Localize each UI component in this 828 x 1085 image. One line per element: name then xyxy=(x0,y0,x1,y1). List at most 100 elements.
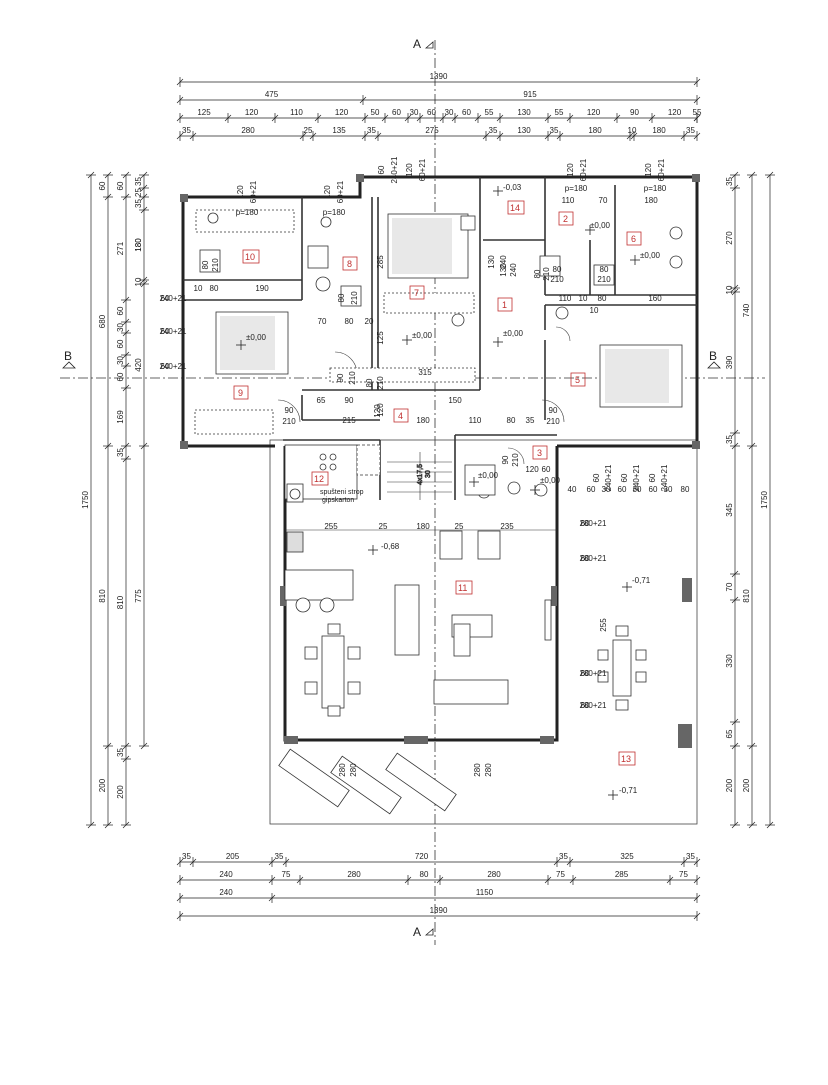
room-14-label: 14 xyxy=(510,203,520,213)
bottom-dim-row1-2: 35 xyxy=(275,852,284,861)
left-dim-inner2-4: 10 xyxy=(134,277,143,286)
interior-dim-d60b: 60 xyxy=(618,485,627,494)
opening-o4: 120 xyxy=(566,163,575,177)
left-dim-inner-5: 30 xyxy=(116,356,125,365)
opening-w1: 60 xyxy=(161,294,170,303)
interior-dim-d90a: 90 xyxy=(345,396,354,405)
right-dim-inner-3: 390 xyxy=(725,355,734,369)
interior-dim-d10: 10 xyxy=(194,284,203,293)
top-dim-row2-1: 915 xyxy=(523,90,537,99)
opening-w1b: 240+21 xyxy=(160,294,187,303)
section-axis-lines xyxy=(60,40,765,945)
left-dim-inner2-5: 420 xyxy=(134,358,143,372)
room-3-label: 3 xyxy=(537,448,542,458)
interior-dim-d110a: 110 xyxy=(469,416,482,425)
top-dim-row3-5: 60 xyxy=(392,108,401,117)
opening-w2b: 240+21 xyxy=(160,327,187,336)
level-room-1: ±0,00 xyxy=(503,329,524,338)
room-2-label: 2 xyxy=(563,214,568,224)
top-dim-row1-0: 1390 xyxy=(430,72,448,81)
interior-dim-dr3b: 210 xyxy=(348,371,357,385)
left-dim-inner-10: 35 xyxy=(116,748,125,757)
top-dim-row4-3: 135 xyxy=(332,126,346,135)
interior-dim-dr8: 130 xyxy=(499,263,508,277)
room-13-label: 13 xyxy=(621,754,631,764)
level-room-3b: ±0,00 xyxy=(540,476,561,485)
top-dim-row4-2: 25 xyxy=(304,126,313,135)
ceiling-note-1: spušteni strop xyxy=(320,489,364,496)
top-dim-row4-9: 180 xyxy=(588,126,602,135)
level-room-6: ±0,00 xyxy=(640,251,661,260)
sun-loungers xyxy=(278,748,457,815)
interior-dim-d235: 235 xyxy=(500,522,514,531)
room-11-label: 11 xyxy=(458,583,467,593)
stairs: 4x17,5 30 xyxy=(387,452,452,500)
left-dim-outer-0: 1750 xyxy=(81,491,90,509)
top-dim-row3-10: 55 xyxy=(485,108,494,117)
interior-dim-d120a: 120 xyxy=(373,404,382,418)
room-10-label: 10 xyxy=(245,252,255,262)
interior-dim-d255a: 255 xyxy=(324,522,338,531)
left-dim-mid-2: 810 xyxy=(98,589,107,603)
right-dim-inner-5: 345 xyxy=(725,503,734,517)
top-dim-row4-6: 35 xyxy=(489,126,498,135)
top-dim-row4-8: 35 xyxy=(550,126,559,135)
level-terrace-a: -0,71 xyxy=(632,576,651,585)
left-dim-inner-2: 60 xyxy=(116,306,125,315)
top-dim-row3-9: 60 xyxy=(462,108,471,117)
opening-w4b: 280+21 xyxy=(580,519,607,528)
top-dim-row4-1: 280 xyxy=(241,126,255,135)
top-dim-row3-12: 55 xyxy=(555,108,564,117)
top-dim-row2-0: 475 xyxy=(265,90,279,99)
interior-dim-d20: 20 xyxy=(365,317,374,326)
opening-o5: 120 xyxy=(644,163,653,177)
opening-w7b: 280+21 xyxy=(580,701,607,710)
opening-r1: 60 xyxy=(592,473,601,482)
bottom-dim-row2-4: 280 xyxy=(487,870,501,879)
level-terrace-b: -0,71 xyxy=(619,786,638,795)
opening-w2: 60 xyxy=(161,327,170,336)
interior-dim-dr5: 80 xyxy=(533,269,542,278)
dimension-lines xyxy=(86,77,775,921)
interior-dim-dr9b: 210 xyxy=(511,453,520,467)
section-b-right-label: B xyxy=(709,349,717,363)
opening-o2b: 60+21 xyxy=(336,180,345,203)
top-dim-row3-15: 120 xyxy=(668,108,682,117)
opening-o3: 60 xyxy=(377,165,386,174)
interior-dim-d210door: 210 xyxy=(282,417,296,426)
section-a-top-label: A xyxy=(413,37,421,51)
top-dim-row3-0: 125 xyxy=(197,108,211,117)
top-dim-row3-1: 120 xyxy=(245,108,259,117)
interior-dim-d120c: 120 xyxy=(525,465,539,474)
interior-dim-d315: 315 xyxy=(418,368,432,377)
opening-w6b: 280+21 xyxy=(580,669,607,678)
opening-s2b: 280 xyxy=(484,763,493,777)
opening-r2: 60 xyxy=(620,473,629,482)
level-room-3: ±0,00 xyxy=(478,471,499,480)
bottom-dim-row4-0: 1390 xyxy=(430,906,448,915)
left-dim-inner-4: 60 xyxy=(116,339,125,348)
interior-dim-d25a: 25 xyxy=(379,522,388,531)
top-dim-row3-2: 110 xyxy=(290,108,303,117)
left-dim-inner2-3: 180 xyxy=(134,238,143,252)
interior-dim-dr5b: 210 xyxy=(542,267,551,281)
room-6-label: 6 xyxy=(631,234,636,244)
opening-o6b: 60+21 xyxy=(418,158,427,181)
left-dim-inner-1: 271 xyxy=(116,241,125,255)
left-dim-inner-3: 30 xyxy=(116,323,125,332)
interior-dim-d190: 190 xyxy=(255,284,269,293)
level-room-14: -0,03 xyxy=(503,183,522,192)
interior-dim-d180: 180 xyxy=(134,238,143,252)
level-room-7: ±0,00 xyxy=(412,331,433,340)
interior-dim-d70b: 70 xyxy=(599,196,608,205)
interior-dim-d10c: 10 xyxy=(590,306,599,315)
opening-o4b: 60+21 xyxy=(579,158,588,181)
interior-dim-p180d: p=180 xyxy=(644,184,667,193)
opening-w6: 60 xyxy=(581,669,590,678)
left-dim-inner-8: 35 xyxy=(116,448,125,457)
left-dim-inner2-2: 35 xyxy=(134,199,143,208)
interior-dim-dr1: 80 xyxy=(201,260,210,269)
interior-dim-dr1b: 210 xyxy=(211,258,220,272)
interior-dim-p180a: p=180 xyxy=(236,208,259,217)
